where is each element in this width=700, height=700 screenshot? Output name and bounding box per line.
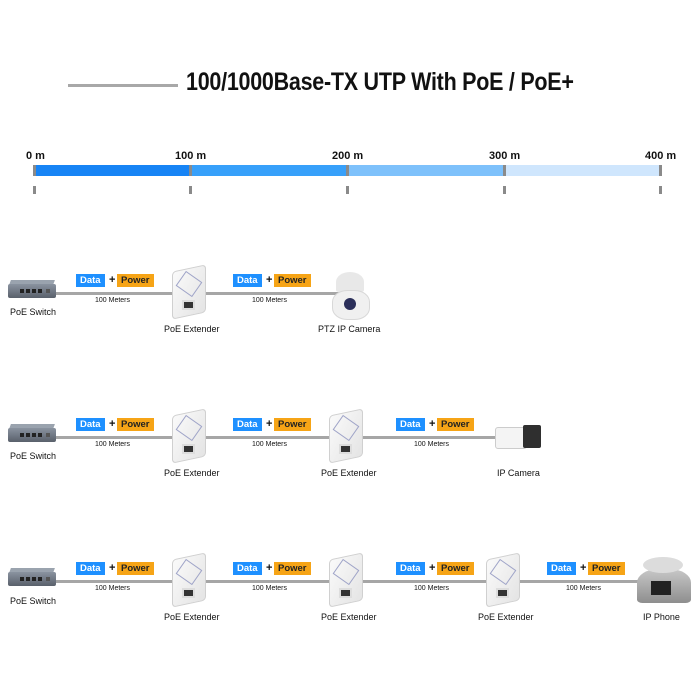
tick [33,186,36,194]
device-label-extender: PoE Extender [478,612,534,622]
device-label-extender: PoE Extender [164,468,220,478]
title-rule [68,84,178,87]
distance-label: 100 Meters [414,441,450,448]
power-badge: Power [117,562,154,575]
scale-label-100: 100 m [175,150,207,162]
data-badge: Data [547,562,576,575]
power-badge: Power [274,562,311,575]
poe-extender-icon [168,408,210,464]
data-badge: Data [76,562,105,575]
poe-extender-icon [325,552,367,608]
power-badge: Power [437,562,474,575]
device-label-extender: PoE Extender [321,468,377,478]
distance-label: 100 Meters [95,297,131,304]
distance-label: 100 Meters [252,585,288,592]
data-badge: Data [396,562,425,575]
scale-label-300: 300 m [489,150,521,162]
plus-sign: + [266,274,273,286]
poe-switch-icon [8,280,56,300]
distance-label: 100 Meters [95,585,131,592]
poe-extender-icon [168,552,210,608]
plus-sign: + [109,562,116,574]
scale-label-0: 0 m [26,150,45,162]
tick [503,186,506,194]
power-badge: Power [274,274,311,287]
scale-segment-0-100 [34,165,190,176]
scale-label-200: 200 m [332,150,364,162]
cable [50,436,510,439]
power-badge: Power [588,562,625,575]
tick [659,165,662,176]
device-label-switch: PoE Switch [10,307,57,317]
tick [346,165,349,176]
scale-label-400: 400 m [645,150,677,162]
plus-sign: + [429,562,436,574]
tick [189,165,192,176]
poe-extender-icon [482,552,524,608]
data-badge: Data [233,274,262,287]
poe-extender-icon [168,264,210,320]
poe-extender-icon [325,408,367,464]
tick [33,165,36,176]
distance-label: 100 Meters [95,441,131,448]
plus-sign: + [429,418,436,430]
tick [659,186,662,194]
scale-segment-300-400 [504,165,661,176]
device-label-extender: PoE Extender [164,324,220,334]
tick [503,165,506,176]
distance-label: 100 Meters [252,297,288,304]
tick [189,186,192,194]
ptz-camera-icon [330,270,370,320]
data-badge: Data [76,274,105,287]
distance-label: 100 Meters [566,585,602,592]
poe-switch-icon [8,424,56,444]
plus-sign: + [266,418,273,430]
ip-phone-icon [635,555,693,605]
poe-switch-icon [8,568,56,588]
device-label-ipcam: IP Camera [497,468,540,478]
page-title: 100/1000Base-TX UTP With PoE / PoE+ [186,68,574,96]
plus-sign: + [580,562,587,574]
distance-label: 100 Meters [252,441,288,448]
distance-label: 100 Meters [414,585,450,592]
data-badge: Data [233,418,262,431]
plus-sign: + [109,418,116,430]
tick [346,186,349,194]
device-label-switch: PoE Switch [10,596,57,606]
plus-sign: + [266,562,273,574]
data-badge: Data [233,562,262,575]
power-badge: Power [117,274,154,287]
scale-segment-100-200 [190,165,347,176]
device-label-extender: PoE Extender [164,612,220,622]
power-badge: Power [117,418,154,431]
device-label-phone: IP Phone [643,612,680,622]
scale-segment-200-300 [347,165,504,176]
device-label-switch: PoE Switch [10,451,57,461]
power-badge: Power [437,418,474,431]
data-badge: Data [76,418,105,431]
device-label-ptz: PTZ IP Camera [318,324,381,334]
device-label-extender: PoE Extender [321,612,377,622]
plus-sign: + [109,274,116,286]
power-badge: Power [274,418,311,431]
data-badge: Data [396,418,425,431]
ip-camera-icon [495,423,543,449]
